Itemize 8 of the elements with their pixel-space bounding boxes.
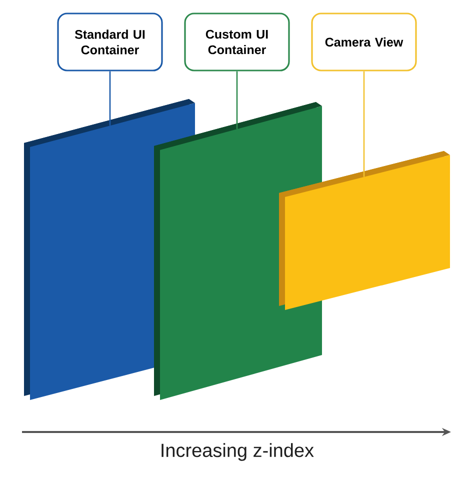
axis-label: Increasing z-index bbox=[162, 443, 314, 461]
leader-line bbox=[363, 71, 365, 177]
leader-line bbox=[109, 71, 111, 126]
label-box: Camera View bbox=[311, 12, 417, 72]
label-box: Custom UI Container bbox=[184, 12, 290, 72]
panel bbox=[279, 151, 450, 310]
label-box: Standard UI Container bbox=[57, 12, 163, 72]
leader-line bbox=[236, 71, 238, 130]
